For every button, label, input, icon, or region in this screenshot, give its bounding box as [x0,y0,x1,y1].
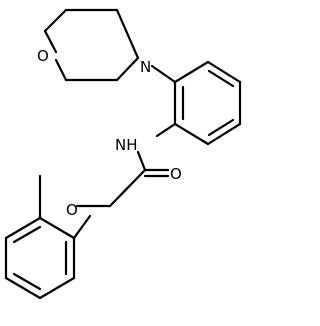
structure-canvas: O N NH O O [4,8,242,300]
bond [206,122,242,146]
tolyl-ring [4,174,76,300]
atom-label: O [37,47,49,65]
bond [4,216,42,240]
bond [150,64,177,84]
aniline-ring [173,60,242,146]
bond [207,118,235,137]
bond [108,168,147,208]
bond [72,214,92,240]
atom-label: NH [115,136,138,154]
bond [207,69,235,88]
bond [43,8,68,33]
atom-label: O [170,165,182,183]
bond [173,122,210,146]
bond [155,122,177,138]
atom-label: O [66,201,78,219]
bond [43,29,58,54]
morpholine-ring [43,8,140,82]
bond [206,60,242,84]
bond [173,60,210,84]
molecule-diagram: O N NH O O [4,8,242,300]
bond [12,272,42,291]
bond [4,276,42,300]
bond [115,8,140,60]
bond [54,58,68,82]
bond [12,225,42,244]
bond [38,276,76,300]
bond [115,56,140,82]
bond [38,216,76,240]
bond [136,150,147,172]
atom-label: N [140,58,151,76]
